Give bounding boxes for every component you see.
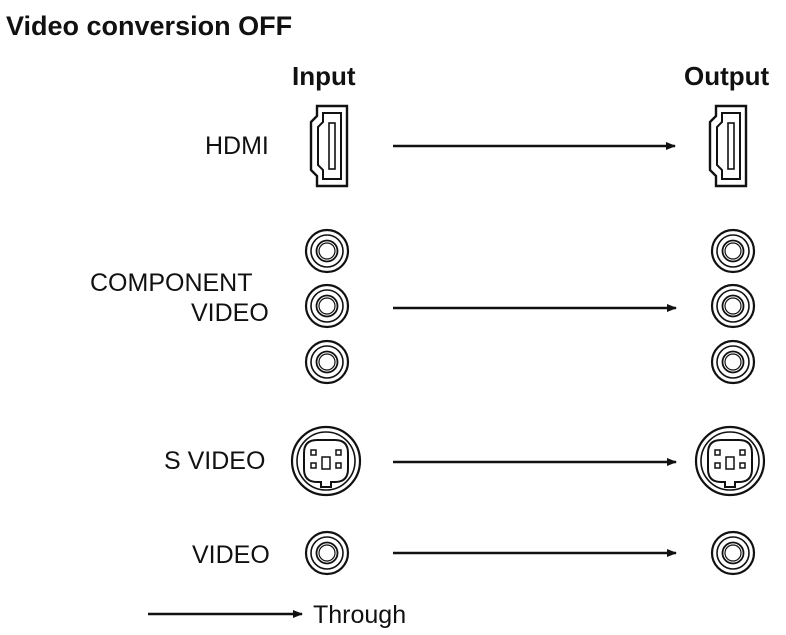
s-video-label: S VIDEO xyxy=(164,447,266,475)
diagram-title: Video conversion OFF xyxy=(6,11,293,41)
video-output-jack-icon xyxy=(710,530,756,576)
component-video-label-line1: COMPONENT xyxy=(90,269,253,297)
hdmi-input-port-icon xyxy=(309,104,349,188)
hdmi-output-port-icon xyxy=(708,104,748,188)
component-input-jack-3-icon xyxy=(304,339,350,385)
component-video-label-line2: VIDEO xyxy=(191,299,269,327)
legend-through-label: Through xyxy=(313,601,407,629)
output-column-heading: Output xyxy=(684,61,770,91)
input-column-heading: Input xyxy=(292,61,356,91)
s-video-input-jack-icon xyxy=(290,425,362,497)
component-input-jack-2-icon xyxy=(304,283,350,329)
s-video-output-jack-icon xyxy=(694,425,766,497)
component-output-jack-1-icon xyxy=(710,228,756,274)
hdmi-label: HDMI xyxy=(205,132,269,160)
component-input-jack-1-icon xyxy=(304,228,350,274)
video-label: VIDEO xyxy=(192,541,270,569)
video-input-jack-icon xyxy=(304,530,350,576)
component-output-jack-3-icon xyxy=(710,339,756,385)
component-output-jack-2-icon xyxy=(710,283,756,329)
